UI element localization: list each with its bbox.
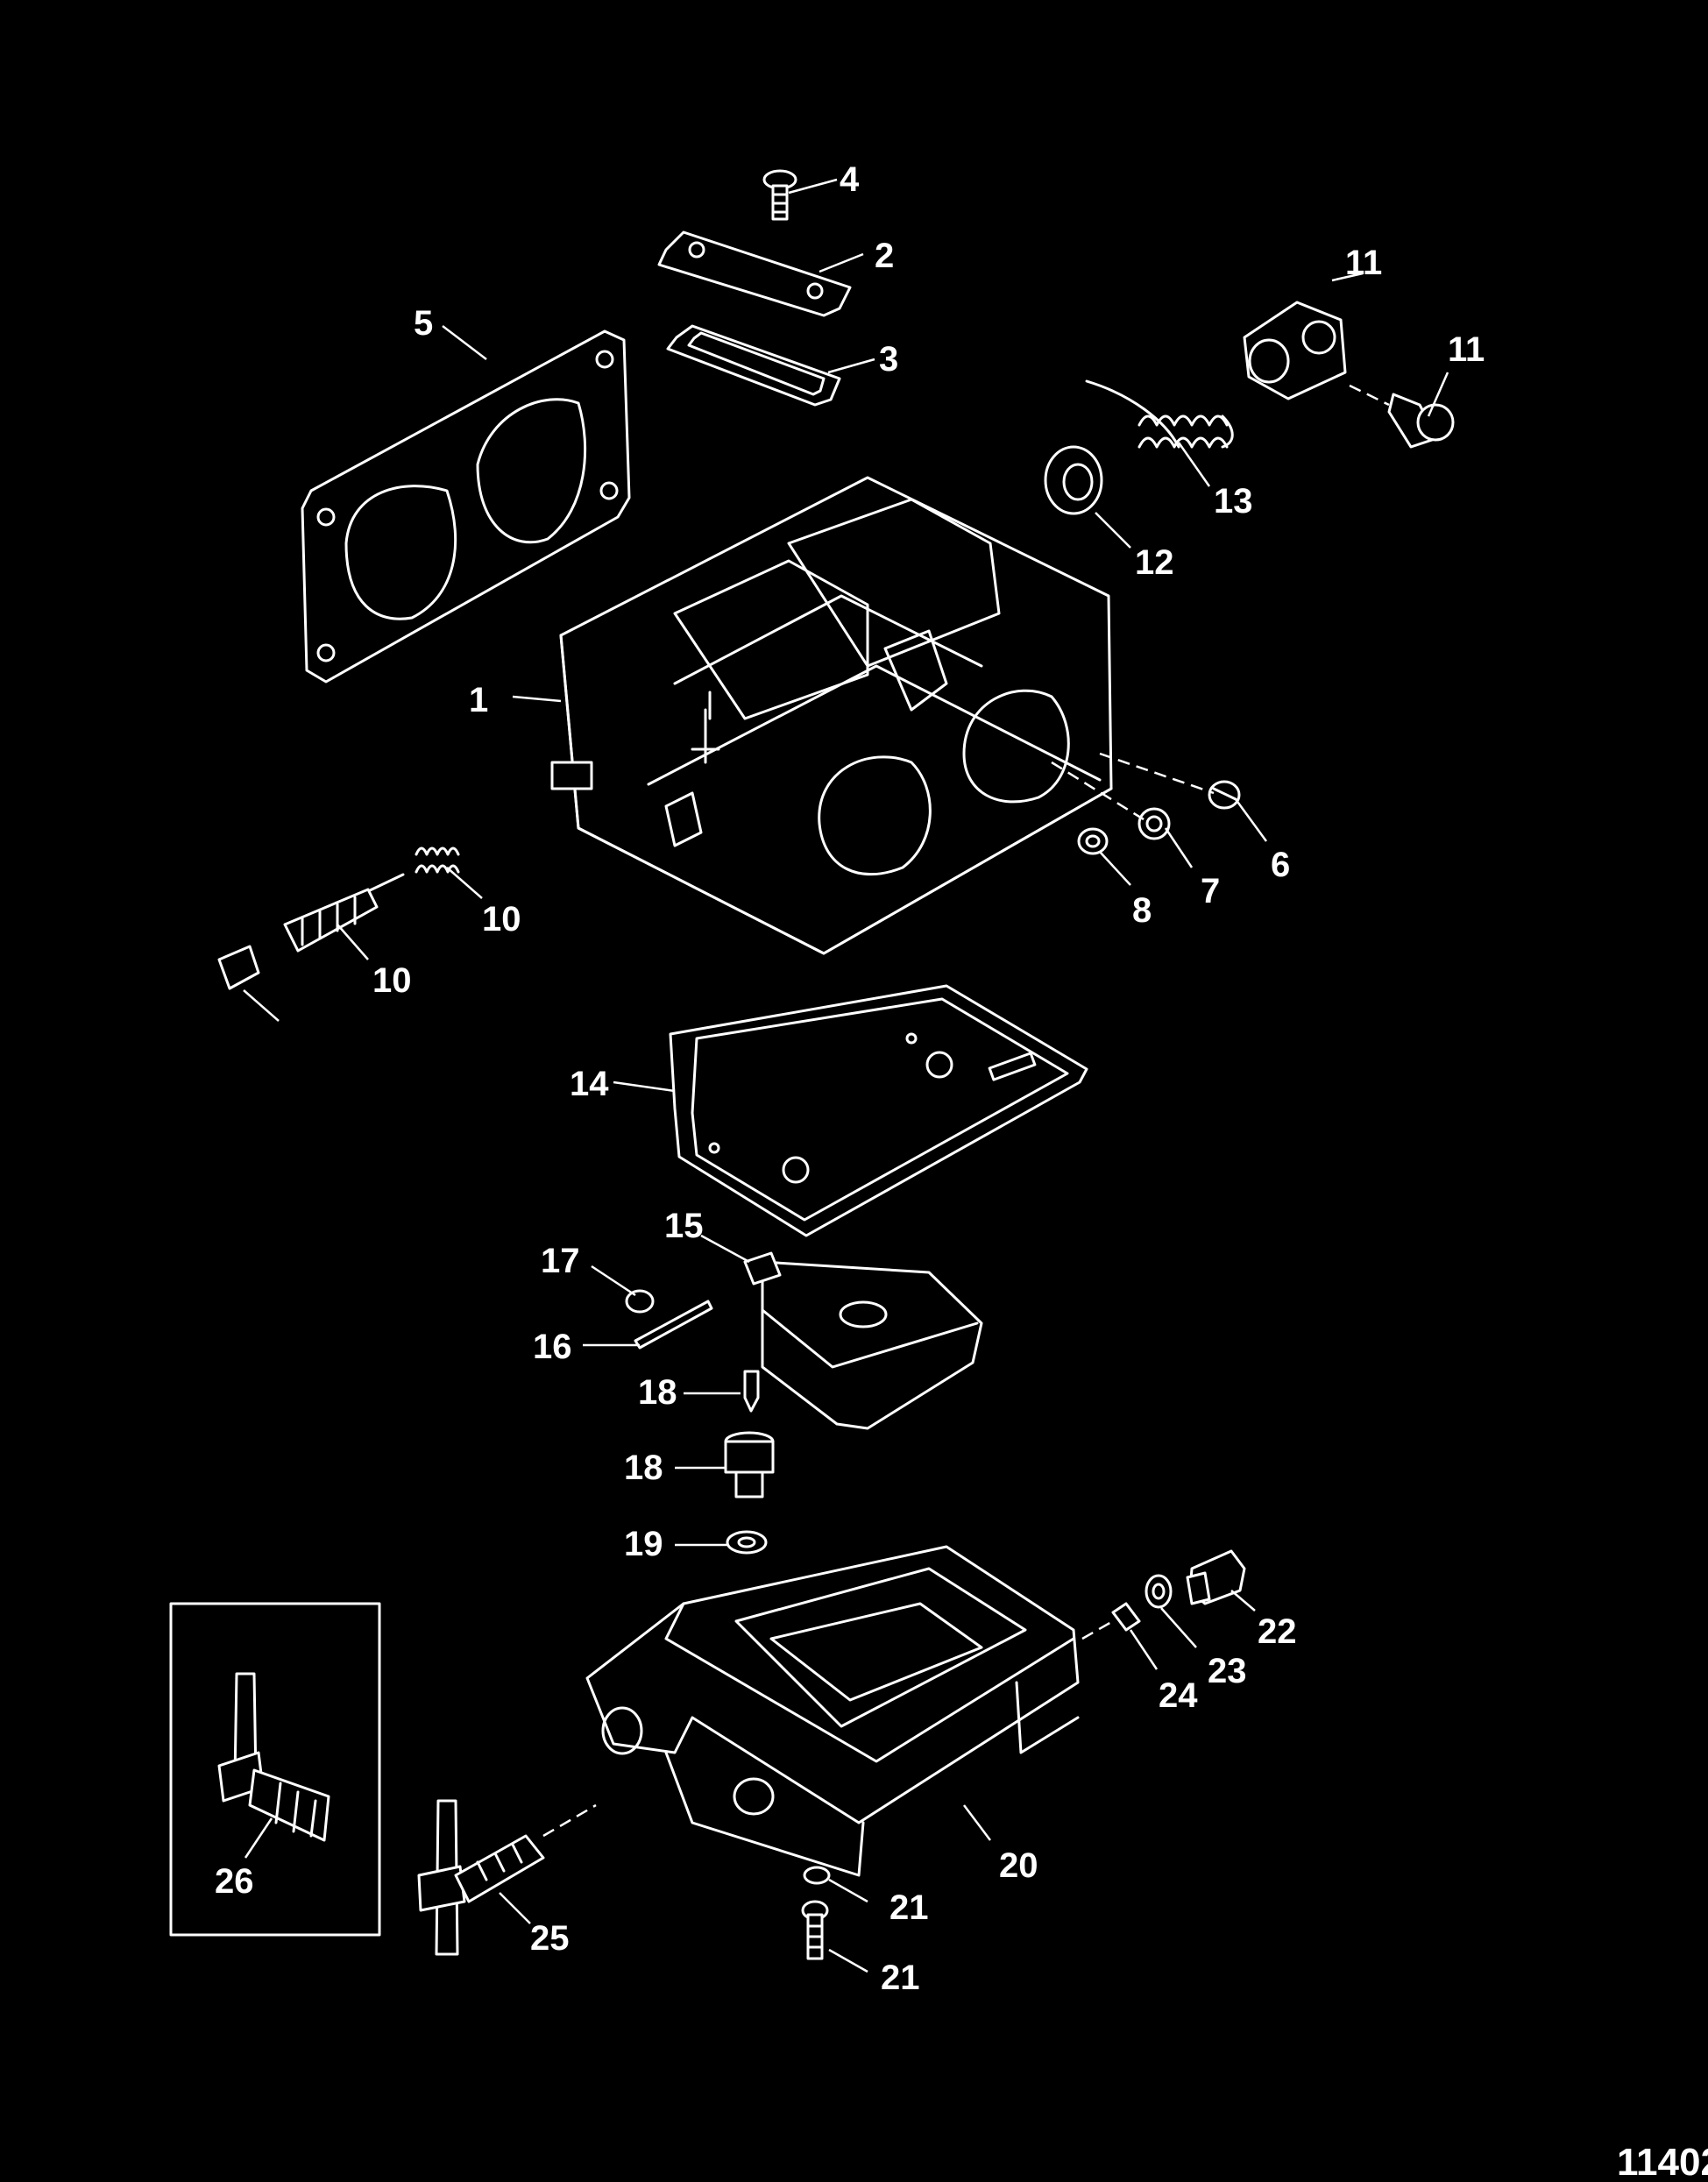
part-1-carburetor-body [550,476,1113,955]
callout-14: 14 [570,1065,609,1103]
callout-23: 23 [1208,1652,1247,1690]
callout-3: 3 [879,340,898,379]
part-14-gasket [669,984,1088,1237]
part-13-spring [1085,379,1234,449]
callout-10-screw: 10 [372,961,412,1000]
callout-18-needle: 18 [638,1373,677,1412]
callout-8: 8 [1132,891,1152,930]
callout-25: 25 [530,1919,570,1958]
part-18-seat [724,1431,775,1498]
part-11-screw [1349,384,1455,449]
callout-10-spring: 10 [482,900,521,939]
callout-numbers: 4 2 3 5 1 11 11 13 12 6 7 8 10 10 14 15 … [215,160,1485,1997]
callout-22: 22 [1258,1612,1297,1651]
callout-11-housing: 11 [1345,244,1382,282]
callout-5: 5 [414,304,433,343]
part-21-screw [801,1900,829,1960]
callout-21-screw: 21 [881,1959,920,1997]
callout-19: 19 [624,1525,663,1563]
callout-17: 17 [541,1242,580,1280]
callout-16: 16 [533,1328,572,1366]
part-10-idle-screw [217,888,379,1022]
part-10-idle-spring [365,847,460,894]
part-24-plug [1081,1602,1141,1640]
callout-12: 12 [1135,543,1174,582]
part-25-fitting [417,1799,597,1956]
part-22-plug [1186,1549,1246,1605]
part-20-float-bowl [585,1545,1080,1877]
callout-6: 6 [1271,846,1290,884]
part-26-inset-box [169,1602,381,1937]
part-11-choke-housing [1243,301,1347,400]
part-19-washer [726,1530,768,1555]
part-5-flange-gasket [301,329,631,684]
callout-1: 1 [469,681,488,719]
part-18-needle [743,1370,760,1413]
callout-15: 15 [664,1207,704,1245]
part-6-jet [1208,780,1241,810]
part-12-seal [1044,445,1103,515]
callout-24: 24 [1159,1676,1198,1715]
part-7-jet [1137,807,1171,840]
callout-20: 20 [999,1846,1038,1885]
part-17-screw [625,1289,655,1314]
part-8-jet [1077,827,1109,855]
part-21-washer [803,1866,831,1885]
callout-7: 7 [1201,872,1220,910]
part-15-float [743,1251,983,1430]
part-23-washer [1145,1574,1173,1609]
callout-4: 4 [840,160,860,199]
callout-2: 2 [875,237,894,275]
figure-number: 11402 [1617,2141,1708,2182]
part-26-fitting [217,1672,330,1842]
callout-18-seat: 18 [624,1449,663,1487]
callout-11-screw: 11 [1448,330,1485,369]
part-2-cover-plate [657,230,852,317]
leader-lines [244,178,1449,1973]
callout-26: 26 [215,1862,254,1901]
part-3-gasket [666,324,841,407]
callout-13: 13 [1214,482,1253,521]
part-4-screw [762,169,797,221]
callout-21-washer: 21 [889,1888,929,1927]
